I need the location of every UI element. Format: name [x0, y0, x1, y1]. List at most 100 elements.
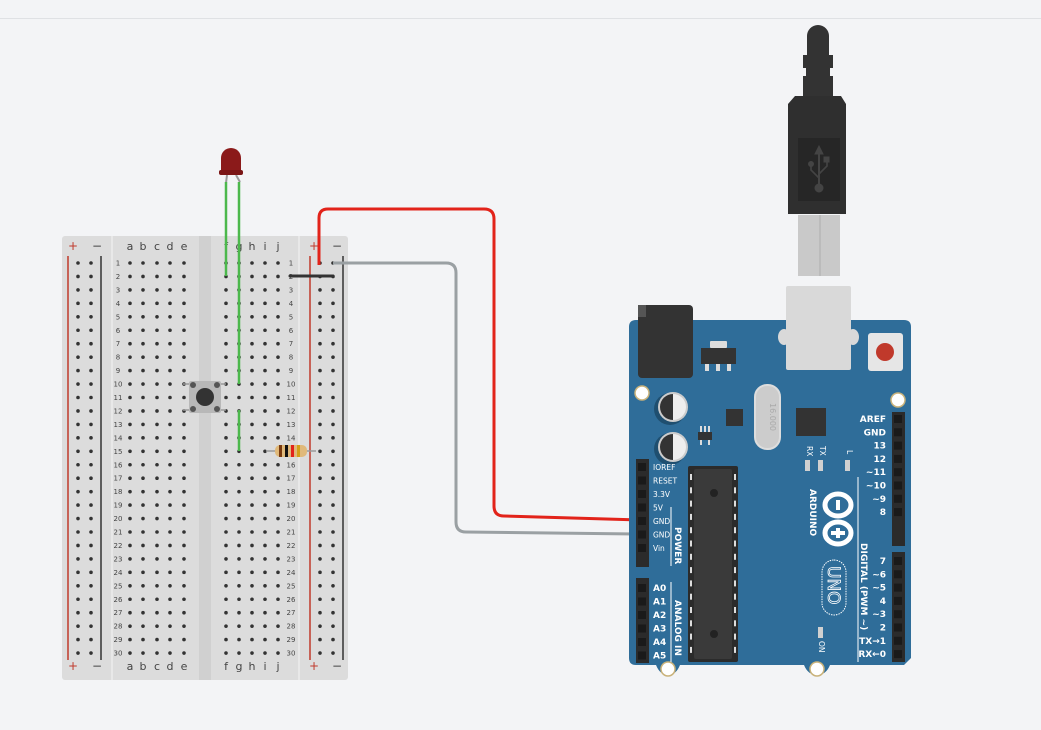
breadboard-hole[interactable] — [237, 584, 241, 588]
breadboard-hole[interactable] — [263, 503, 267, 507]
rail-hole[interactable] — [89, 637, 93, 642]
breadboard-hole[interactable] — [141, 503, 145, 507]
rail-hole[interactable] — [89, 489, 93, 494]
usb-cable[interactable] — [788, 25, 846, 276]
breadboard-hole[interactable] — [276, 637, 280, 642]
breadboard-hole[interactable] — [224, 584, 228, 588]
breadboard-hole[interactable] — [128, 651, 132, 655]
breadboard-hole[interactable] — [224, 489, 228, 494]
breadboard-hole[interactable] — [182, 610, 186, 615]
breadboard-hole[interactable] — [250, 651, 254, 655]
breadboard-hole[interactable] — [155, 274, 159, 279]
breadboard-hole[interactable] — [168, 570, 172, 575]
led[interactable] — [219, 148, 243, 184]
pushbutton[interactable] — [183, 381, 226, 413]
breadboard-hole[interactable] — [168, 409, 172, 413]
rail-hole[interactable] — [331, 449, 335, 454]
breadboard-hole[interactable] — [224, 315, 228, 319]
breadboard-hole[interactable] — [141, 315, 145, 319]
breadboard-hole[interactable] — [128, 584, 132, 588]
rail-hole[interactable] — [331, 368, 335, 373]
rail-hole[interactable] — [76, 288, 80, 292]
breadboard-hole[interactable] — [155, 315, 159, 319]
breadboard-hole[interactable] — [128, 261, 132, 265]
breadboard-hole[interactable] — [155, 651, 159, 655]
rail-hole[interactable] — [89, 355, 93, 359]
breadboard-hole[interactable] — [263, 261, 267, 265]
breadboard-hole[interactable] — [182, 436, 186, 440]
power-pin[interactable] — [638, 490, 646, 498]
breadboard-hole[interactable] — [141, 422, 145, 427]
rail-hole[interactable] — [331, 584, 335, 588]
breadboard-hole[interactable] — [237, 503, 241, 507]
rail-hole[interactable] — [89, 476, 93, 481]
power-pin[interactable] — [638, 544, 646, 552]
rail-hole[interactable] — [76, 530, 80, 534]
rail-hole[interactable] — [89, 395, 93, 400]
breadboard-hole[interactable] — [224, 328, 228, 333]
rail-hole[interactable] — [318, 368, 322, 373]
breadboard-hole[interactable] — [250, 516, 254, 521]
digital-pin[interactable] — [894, 596, 902, 605]
breadboard-hole[interactable] — [250, 489, 254, 494]
breadboard-hole[interactable] — [276, 489, 280, 494]
rail-hole[interactable] — [89, 315, 93, 319]
breadboard-hole[interactable] — [263, 557, 267, 561]
breadboard-hole[interactable] — [250, 462, 254, 467]
breadboard-hole[interactable] — [276, 597, 280, 602]
resistor[interactable] — [266, 445, 316, 457]
breadboard-hole[interactable] — [182, 530, 186, 534]
breadboard-hole[interactable] — [128, 637, 132, 642]
breadboard-hole[interactable] — [182, 584, 186, 588]
breadboard-hole[interactable] — [250, 261, 254, 265]
breadboard-hole[interactable] — [250, 274, 254, 279]
breadboard-hole[interactable] — [263, 476, 267, 481]
breadboard-hole[interactable] — [224, 637, 228, 642]
breadboard-hole[interactable] — [141, 489, 145, 494]
digital-pin[interactable] — [894, 468, 902, 477]
breadboard-hole[interactable] — [276, 409, 280, 413]
breadboard-hole[interactable] — [168, 543, 172, 548]
rail-hole[interactable] — [331, 610, 335, 615]
rail-hole[interactable] — [318, 530, 322, 534]
breadboard-hole[interactable] — [263, 395, 267, 400]
breadboard-hole[interactable] — [128, 516, 132, 521]
rail-hole[interactable] — [76, 476, 80, 481]
breadboard-hole[interactable] — [276, 368, 280, 373]
breadboard-hole[interactable] — [276, 274, 280, 279]
rail-hole[interactable] — [76, 624, 80, 628]
breadboard-hole[interactable] — [141, 341, 145, 346]
breadboard-hole[interactable] — [182, 368, 186, 373]
breadboard-hole[interactable] — [263, 462, 267, 467]
breadboard-hole[interactable] — [182, 624, 186, 628]
breadboard-hole[interactable] — [141, 395, 145, 400]
rail-hole[interactable] — [331, 288, 335, 292]
breadboard-hole[interactable] — [168, 597, 172, 602]
breadboard-hole[interactable] — [276, 557, 280, 561]
breadboard-hole[interactable] — [141, 651, 145, 655]
breadboard-hole[interactable] — [168, 395, 172, 400]
rail-hole[interactable] — [76, 355, 80, 359]
breadboard-hole[interactable] — [237, 476, 241, 481]
analog-pin[interactable] — [638, 638, 646, 646]
breadboard-hole[interactable] — [168, 489, 172, 494]
breadboard-hole[interactable] — [250, 315, 254, 319]
rail-hole[interactable] — [89, 624, 93, 628]
rail-hole[interactable] — [318, 328, 322, 333]
breadboard-hole[interactable] — [128, 382, 132, 386]
rail-hole[interactable] — [331, 624, 335, 628]
digital-pin[interactable] — [894, 441, 902, 450]
breadboard-hole[interactable] — [155, 436, 159, 440]
rail-hole[interactable] — [331, 637, 335, 642]
breadboard-hole[interactable] — [168, 610, 172, 615]
breadboard-hole[interactable] — [128, 476, 132, 481]
breadboard-hole[interactable] — [141, 328, 145, 333]
breadboard-hole[interactable] — [182, 570, 186, 575]
breadboard-hole[interactable] — [182, 355, 186, 359]
digital-pin[interactable] — [894, 494, 902, 503]
digital-pin[interactable] — [894, 557, 902, 565]
rail-hole[interactable] — [76, 395, 80, 400]
rail-hole[interactable] — [318, 315, 322, 319]
breadboard-hole[interactable] — [128, 355, 132, 359]
breadboard-hole[interactable] — [182, 315, 186, 319]
